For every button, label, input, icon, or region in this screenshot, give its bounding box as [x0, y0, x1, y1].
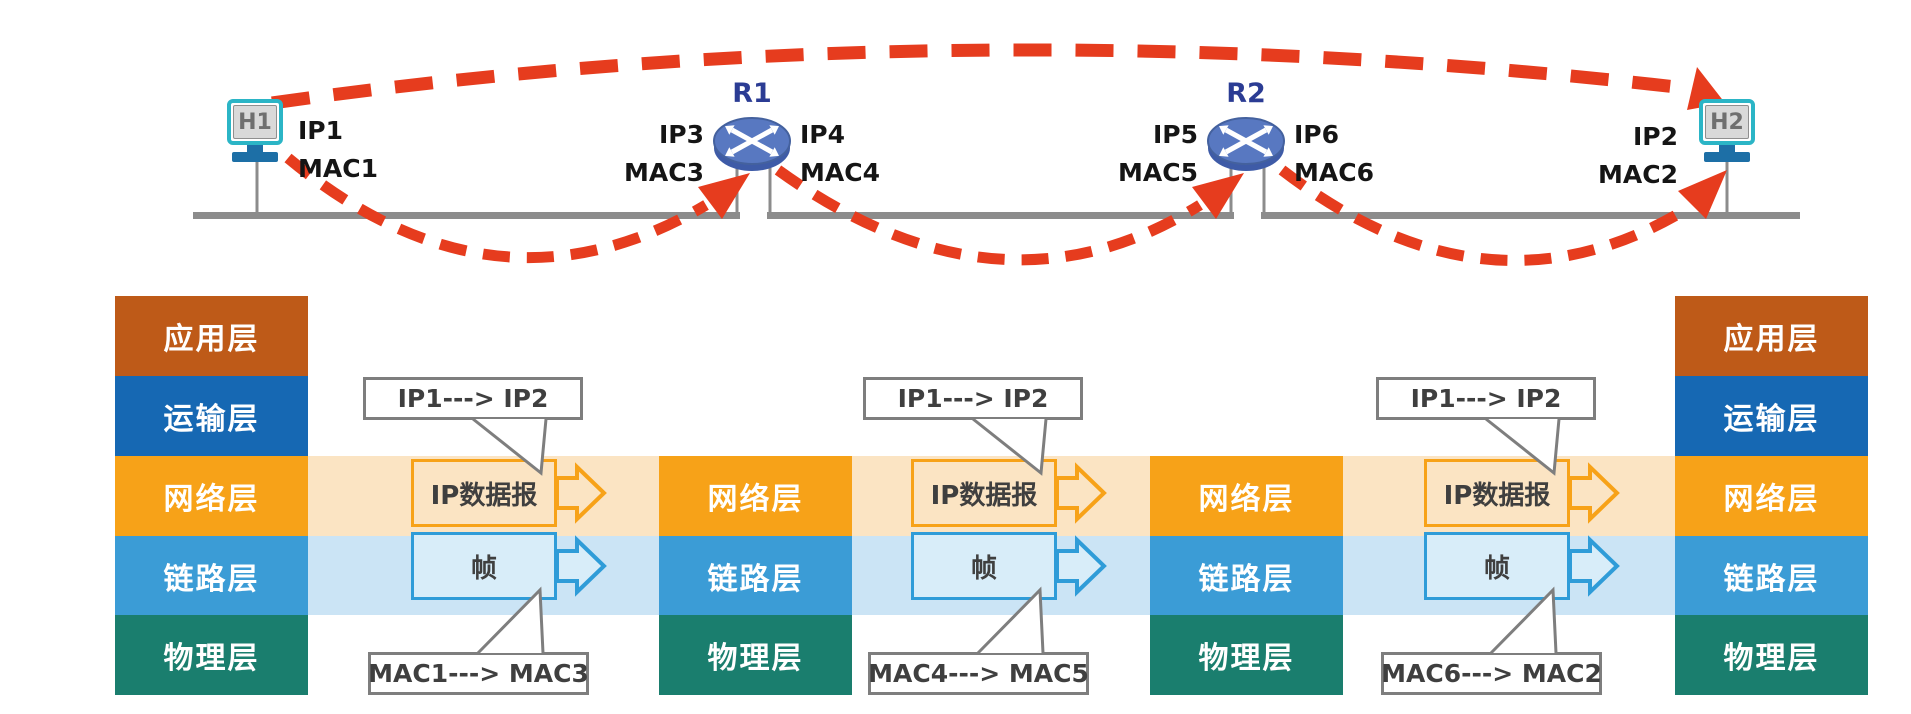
r2-left-address-label: IP5 MAC5 [1086, 116, 1198, 192]
monitor-base [1704, 152, 1750, 162]
protocol-stack-h1: 应用层 运输层 网络层 链路层 物理层 [115, 296, 308, 695]
lan-bus-line [193, 212, 1800, 219]
layer-application: 应用层 [115, 296, 308, 376]
h2-address-label: IP2 MAC2 [1566, 118, 1678, 194]
r1-left-address-label: IP3 MAC3 [592, 116, 704, 192]
layer-link: 链路层 [1675, 536, 1868, 615]
h2-ip: IP2 [1632, 122, 1678, 151]
mac-route-callout: MAC1---> MAC3 [368, 652, 589, 695]
h1-ip: IP1 [298, 116, 344, 145]
router-r2-icon [1208, 118, 1284, 171]
host-h1-icon: H1 [227, 99, 283, 162]
r2-left-mac: MAC5 [1118, 158, 1198, 187]
ip-route-callout: IP1---> IP2 [1376, 377, 1596, 420]
host-h1-label: H1 [233, 105, 277, 139]
end-to-end-route-dash [271, 43, 1686, 110]
layer-link: 链路层 [1150, 536, 1343, 615]
ip-datagram-box: IP数据报 [911, 459, 1057, 527]
hop3-arrowhead [1678, 170, 1727, 219]
r2-right-ip: IP6 [1294, 120, 1340, 149]
layer-physical: 物理层 [1675, 615, 1868, 695]
drop-links [255, 160, 1729, 214]
r1-left-mac: MAC3 [624, 158, 704, 187]
r1-left-ip: IP3 [658, 120, 704, 149]
r1-right-address-label: IP4 MAC4 [800, 116, 880, 192]
h1-mac: MAC1 [298, 154, 378, 183]
monitor-screen: H2 [1699, 99, 1755, 145]
r2-right-address-label: IP6 MAC6 [1294, 116, 1374, 192]
monitor-base [232, 152, 278, 162]
layer-network: 网络层 [659, 456, 852, 536]
layer-transport: 运输层 [1675, 376, 1868, 456]
hop1-arrowhead [698, 173, 750, 219]
router-r1-icon [714, 118, 790, 171]
h2-mac: MAC2 [1598, 160, 1678, 189]
router-r1-name: R1 [732, 78, 772, 109]
r2-left-ip: IP5 [1152, 120, 1198, 149]
host-h2-icon: H2 [1699, 99, 1755, 162]
frame-box: 帧 [911, 532, 1057, 600]
ip-route-callout: IP1---> IP2 [363, 377, 583, 420]
ip-route-callout: IP1---> IP2 [863, 377, 1083, 420]
mac-route-callout: MAC6---> MAC2 [1381, 652, 1602, 695]
layer-transport: 运输层 [115, 376, 308, 456]
r1-right-mac: MAC4 [800, 158, 880, 187]
monitor-stand [247, 145, 263, 152]
r2-right-mac: MAC6 [1294, 158, 1374, 187]
hop2-arrowhead [1192, 173, 1244, 219]
layer-network: 网络层 [1675, 456, 1868, 536]
monitor-stand [1719, 145, 1735, 152]
layer-physical: 物理层 [115, 615, 308, 695]
bus-gap-r1 [740, 210, 767, 221]
mac-route-callout: MAC4---> MAC5 [868, 652, 1089, 695]
ip-datagram-box: IP数据报 [1424, 459, 1570, 527]
host-h2-label: H2 [1705, 105, 1749, 139]
protocol-stack-r2: 网络层 链路层 物理层 [1150, 456, 1343, 695]
layer-physical: 物理层 [1150, 615, 1343, 695]
layer-application: 应用层 [1675, 296, 1868, 376]
protocol-stack-h2: 应用层 运输层 网络层 链路层 物理层 [1675, 296, 1868, 695]
layer-link: 链路层 [659, 536, 852, 615]
r1-right-ip: IP4 [800, 120, 846, 149]
bus-gap-r2 [1234, 210, 1261, 221]
frame-box: 帧 [411, 532, 557, 600]
layer-link: 链路层 [115, 536, 308, 615]
monitor-screen: H1 [227, 99, 283, 145]
protocol-stack-r1: 网络层 链路层 物理层 [659, 456, 852, 695]
router-r2-name: R2 [1226, 78, 1266, 109]
frame-box: 帧 [1424, 532, 1570, 600]
layer-network: 网络层 [1150, 456, 1343, 536]
h1-address-label: IP1 MAC1 [298, 112, 378, 188]
layer-physical: 物理层 [659, 615, 852, 695]
ip-datagram-box: IP数据报 [411, 459, 557, 527]
layer-network: 网络层 [115, 456, 308, 536]
